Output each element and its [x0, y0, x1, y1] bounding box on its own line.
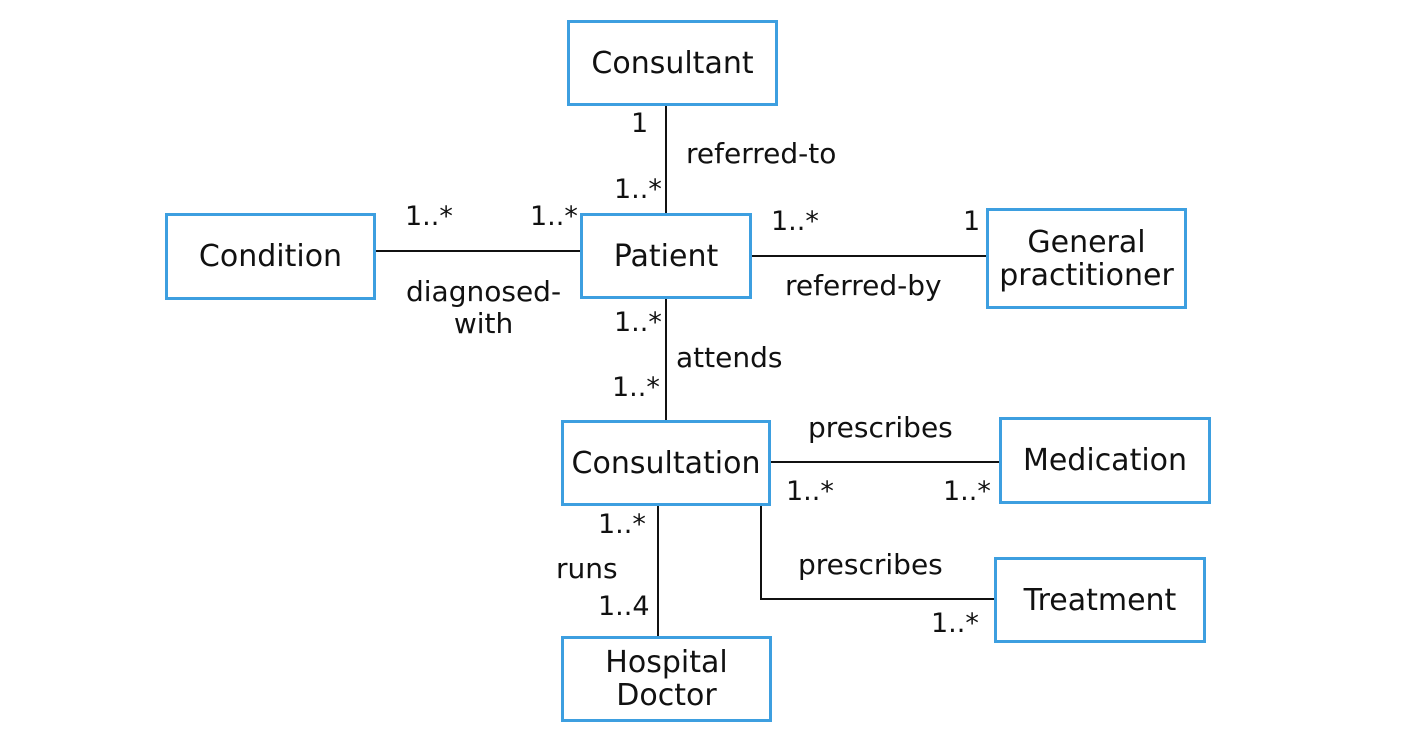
association-label-referred-to: referred-to [686, 137, 837, 170]
class-consultant[interactable]: Consultant [567, 20, 778, 106]
multiplicity-patient-diagnosed-with: 1..* [530, 201, 578, 232]
runs-line [657, 505, 659, 638]
multiplicity-patient-referred-to: 1..* [614, 174, 662, 205]
referred-by-line [752, 255, 988, 257]
association-label-prescribes-treatment: prescribes [798, 548, 943, 581]
class-treatment[interactable]: Treatment [994, 557, 1206, 643]
multiplicity-consultant-referred-to: 1 [631, 108, 649, 139]
class-patient[interactable]: Patient [580, 213, 752, 299]
association-label-referred-by: referred-by [785, 269, 942, 302]
prescribes-treatment-horizontal-line [760, 598, 996, 600]
class-general-practitioner[interactable]: General practitioner [986, 208, 1187, 309]
class-medication[interactable]: Medication [999, 417, 1211, 504]
diagnosed-with-line [376, 250, 582, 252]
class-hospital-doctor[interactable]: Hospital Doctor [561, 636, 772, 722]
class-consultation[interactable]: Consultation [561, 420, 771, 506]
association-label-runs: runs [556, 552, 618, 585]
prescribes-treatment-vertical-line [760, 505, 762, 599]
multiplicity-gp-referred-by: 1 [963, 206, 981, 237]
multiplicity-consultation-attends: 1..* [612, 372, 660, 403]
multiplicity-condition-diagnosed-with: 1..* [405, 201, 453, 232]
multiplicity-consultation-prescribes-medication: 1..* [786, 476, 834, 507]
multiplicity-treatment-prescribes: 1..* [931, 608, 979, 639]
association-label-diagnosed-with: diagnosed- with [406, 275, 562, 340]
prescribes-medication-line [770, 461, 1001, 463]
multiplicity-patient-attends: 1..* [614, 307, 662, 338]
referred-to-line [665, 106, 667, 216]
association-label-attends: attends [676, 341, 783, 374]
multiplicity-consultation-runs: 1..* [598, 509, 646, 540]
association-label-prescribes-medication: prescribes [808, 411, 953, 444]
multiplicity-patient-referred-by: 1..* [771, 206, 819, 237]
attends-line [665, 298, 667, 422]
multiplicity-doctor-runs: 1..4 [598, 591, 650, 622]
multiplicity-medication-prescribes: 1..* [943, 476, 991, 507]
class-condition[interactable]: Condition [165, 213, 376, 300]
